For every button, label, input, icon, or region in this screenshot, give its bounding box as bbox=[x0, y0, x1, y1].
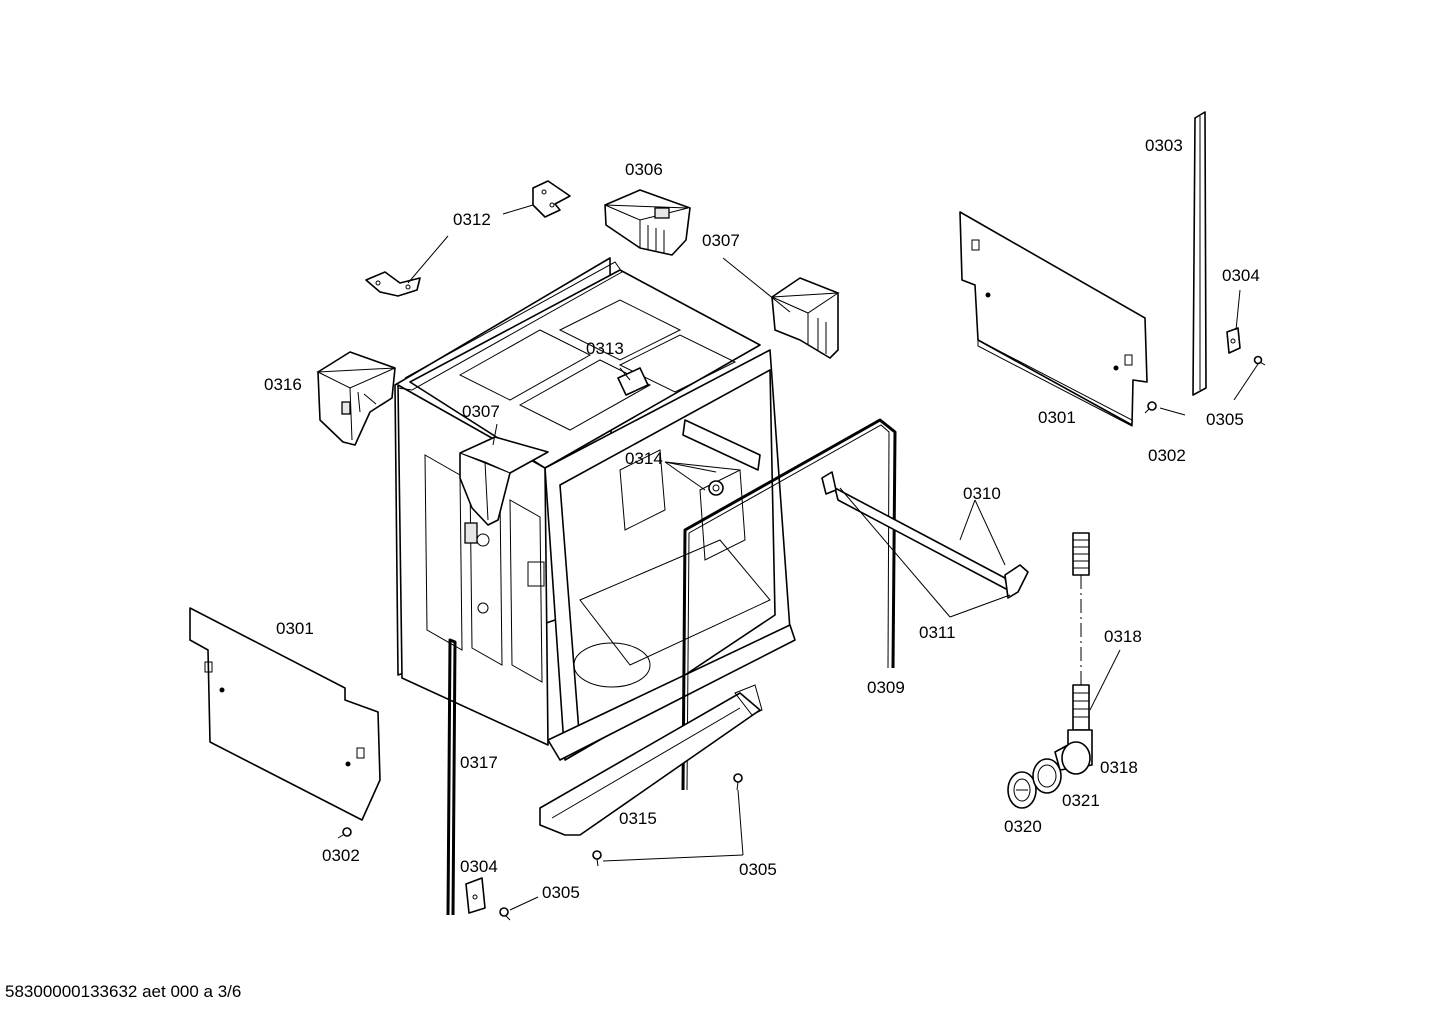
label-0318-top: 0318 bbox=[1104, 627, 1142, 646]
label-0305-bottom-center: 0305 bbox=[739, 860, 777, 879]
label-0320: 0320 bbox=[1004, 817, 1042, 836]
label-0305-right: 0305 bbox=[1206, 410, 1244, 429]
strip-0303 bbox=[1192, 111, 1207, 396]
label-0313: 0313 bbox=[586, 339, 624, 358]
bracket-0312-bottom bbox=[365, 271, 421, 297]
seal-0317 bbox=[446, 638, 457, 916]
seal-0309 bbox=[681, 418, 897, 791]
label-0321: 0321 bbox=[1062, 791, 1100, 810]
label-0304-right: 0304 bbox=[1222, 266, 1260, 285]
side-panel-left bbox=[189, 607, 381, 821]
leader-lines bbox=[407, 204, 1259, 911]
part-0316 bbox=[316, 351, 396, 446]
label-0301-left: 0301 bbox=[276, 619, 314, 638]
label-0307-top: 0307 bbox=[702, 231, 740, 250]
part-0306 bbox=[604, 189, 691, 256]
document-id: 58300000133632 aet 000 a 3/6 bbox=[5, 982, 242, 1001]
label-0305-bottom-left: 0305 bbox=[542, 883, 580, 902]
label-0310: 0310 bbox=[963, 484, 1001, 503]
label-0303: 0303 bbox=[1145, 136, 1183, 155]
ring-0321 bbox=[1032, 758, 1062, 794]
side-panel-right bbox=[959, 211, 1148, 427]
screw-0305-center bbox=[733, 773, 743, 791]
label-0314: 0314 bbox=[625, 449, 663, 468]
part-0307-mid bbox=[459, 436, 549, 526]
plinth-0315 bbox=[539, 684, 763, 836]
hose-0318 bbox=[1054, 532, 1093, 775]
cap-0320 bbox=[1007, 771, 1037, 809]
label-0315: 0315 bbox=[619, 809, 657, 828]
screw-0305-lower bbox=[592, 850, 602, 867]
label-0307-mid: 0307 bbox=[462, 402, 500, 421]
label-0311: 0311 bbox=[919, 623, 956, 642]
label-0317: 0317 bbox=[460, 753, 498, 772]
label-0301-right: 0301 bbox=[1038, 408, 1076, 427]
part-0307-top bbox=[771, 277, 840, 359]
screw-0305-right bbox=[1253, 355, 1266, 366]
label-0306: 0306 bbox=[625, 160, 663, 179]
rail-0310 bbox=[821, 471, 1029, 599]
label-0316: 0316 bbox=[264, 375, 302, 394]
screw-0302-left bbox=[337, 827, 352, 839]
label-0318-bottom: 0318 bbox=[1100, 758, 1138, 777]
bracket-0312-top bbox=[532, 180, 571, 218]
tub-body bbox=[394, 257, 796, 761]
screw-0305-left bbox=[499, 907, 511, 921]
label-0302-right: 0302 bbox=[1148, 446, 1186, 465]
label-0302-left: 0302 bbox=[322, 846, 360, 865]
label-0304-bottom: 0304 bbox=[460, 857, 498, 876]
screw-0302-right bbox=[1144, 401, 1157, 414]
label-0312: 0312 bbox=[453, 210, 491, 229]
clip-0304-right bbox=[1226, 327, 1241, 354]
label-0309: 0309 bbox=[867, 678, 905, 697]
